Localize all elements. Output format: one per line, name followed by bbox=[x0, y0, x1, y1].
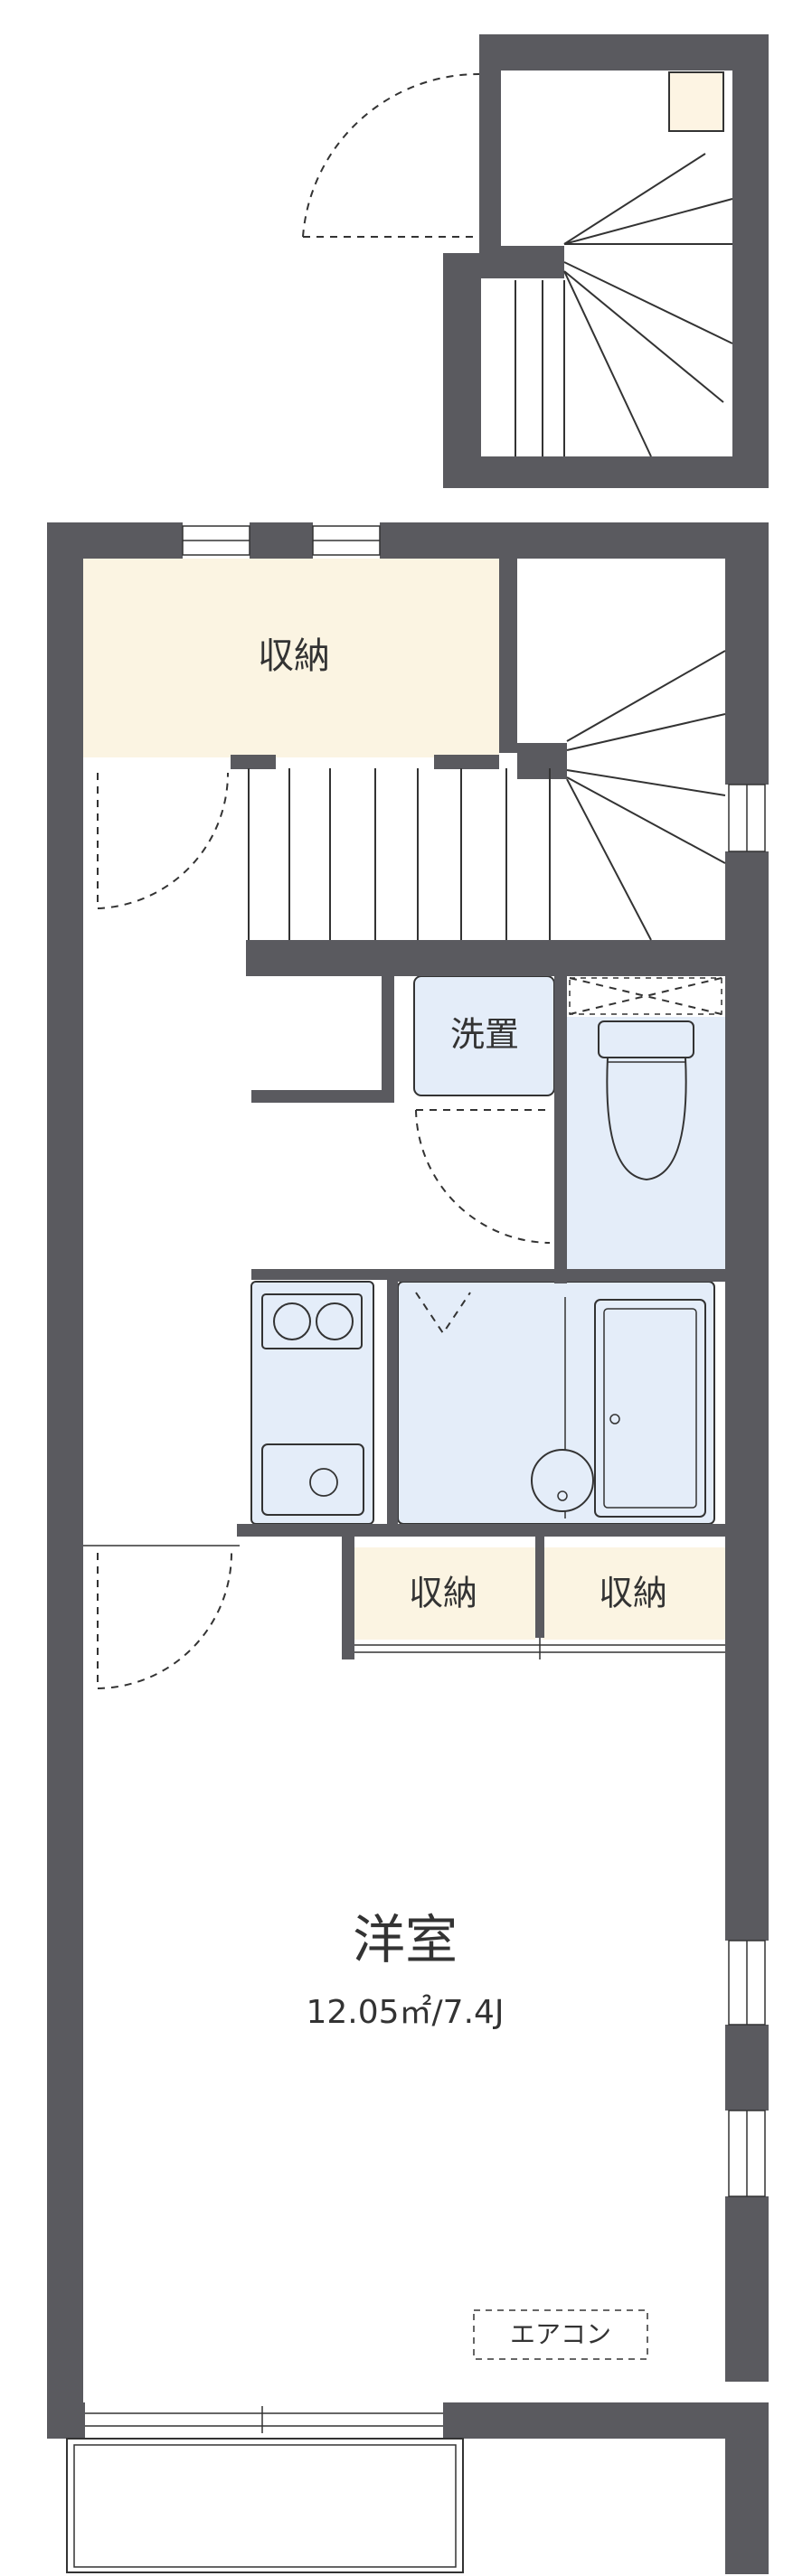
main-floor bbox=[47, 522, 769, 2574]
right-wall-2 bbox=[725, 851, 769, 1941]
bathtub-inner bbox=[603, 1308, 697, 1509]
bath-bottom-wall bbox=[237, 1524, 725, 1537]
storage-sliding-doors bbox=[354, 1638, 725, 1659]
upper-stairs bbox=[515, 153, 733, 457]
aircon-label: エアコン bbox=[510, 2319, 611, 2349]
storage-top-door-swing bbox=[97, 772, 230, 909]
stove-icon bbox=[261, 1293, 363, 1349]
upper-landing-wall bbox=[481, 246, 564, 278]
stair-line bbox=[563, 198, 733, 245]
storage-left-wall bbox=[342, 1524, 354, 1659]
room-door-swing bbox=[83, 1545, 240, 1689]
stair-line bbox=[563, 153, 706, 245]
storage-right-label: 収納 bbox=[599, 1574, 667, 1613]
toilet bbox=[598, 1020, 694, 1181]
upper-left-jamb bbox=[479, 34, 501, 256]
overhead-shelf-outline bbox=[569, 977, 722, 1015]
upper-corner-fixture bbox=[668, 71, 724, 132]
kitchen-top-wall bbox=[251, 1269, 387, 1280]
door-arc bbox=[302, 72, 480, 238]
kitchen-fixtures bbox=[261, 1293, 364, 1516]
sink-drain bbox=[309, 1468, 338, 1497]
corridor-wall-upper bbox=[382, 976, 394, 1103]
stair-line bbox=[566, 776, 726, 864]
stair-line bbox=[566, 650, 726, 742]
stair-landing-block bbox=[517, 743, 567, 779]
top-wall-mid bbox=[250, 522, 313, 559]
washbasin-icon bbox=[531, 1449, 594, 1512]
western-room-size: 12.05㎡/7.4J bbox=[306, 1993, 504, 2031]
door-arc bbox=[415, 1109, 551, 1244]
storage-top-label: 収納 bbox=[258, 635, 330, 677]
storage-bottom-wall-2 bbox=[434, 755, 499, 769]
door-arc bbox=[97, 772, 230, 909]
right-wall-1 bbox=[725, 522, 769, 785]
drain-icon bbox=[609, 1414, 620, 1424]
windows bbox=[182, 525, 766, 2197]
stair-line bbox=[566, 713, 726, 751]
storage-top-fill bbox=[81, 559, 499, 757]
right-wall-4 bbox=[725, 2196, 769, 2382]
upper-bottom-wall bbox=[443, 456, 769, 488]
bottom-wall-left bbox=[47, 2402, 85, 2439]
bathroom-fixtures bbox=[415, 1292, 706, 1518]
upper-door-swing bbox=[302, 72, 480, 238]
toilet-bowl-icon bbox=[606, 1057, 687, 1181]
stair-line bbox=[563, 270, 652, 457]
right-wall-3 bbox=[725, 2025, 769, 2111]
bathtub-icon bbox=[594, 1299, 706, 1518]
laundry-label: 洗置 bbox=[450, 1015, 519, 1055]
storage-left-label: 収納 bbox=[409, 1574, 477, 1613]
burner-right bbox=[316, 1302, 354, 1340]
main-stairs bbox=[248, 650, 726, 941]
storage-right-fill bbox=[543, 1547, 725, 1640]
sink-icon bbox=[261, 1443, 364, 1516]
stair-line bbox=[563, 261, 733, 344]
bath-door-fold bbox=[415, 1292, 471, 1335]
burner-left bbox=[273, 1302, 311, 1340]
laundry-door-swing bbox=[415, 1109, 551, 1244]
toilet-left-wall bbox=[554, 976, 567, 1283]
corridor-stub-wall bbox=[251, 1090, 389, 1103]
stair-line bbox=[566, 778, 652, 941]
balcony-rail-inner bbox=[73, 2444, 457, 2568]
balcony-rail bbox=[66, 2438, 464, 2573]
upper-floor bbox=[302, 34, 769, 488]
top-wall-right bbox=[380, 522, 769, 559]
upper-top-wall bbox=[479, 34, 769, 71]
washbasin-drain bbox=[557, 1490, 568, 1501]
door-arc bbox=[97, 1552, 232, 1689]
bath-top-wall bbox=[387, 1269, 725, 1282]
storage-bottom-wall-1 bbox=[231, 755, 276, 769]
stair-line bbox=[563, 270, 724, 403]
western-room-label: 洋室 bbox=[353, 1909, 458, 1970]
left-wall bbox=[47, 522, 83, 2439]
balcony bbox=[66, 2406, 464, 2573]
bottom-wall-right bbox=[443, 2402, 769, 2439]
storage-left-fill bbox=[354, 1547, 535, 1640]
bath-left-wall bbox=[387, 1269, 398, 1531]
upper-left-wall bbox=[443, 253, 481, 488]
overhead-shelf bbox=[569, 977, 722, 1015]
upper-right-wall bbox=[732, 34, 769, 486]
storage-divider bbox=[535, 1537, 544, 1638]
labels: 収納 洗置 収納 収納 洋室 12.05㎡/7.4J エアコン bbox=[258, 635, 667, 2349]
stair-line bbox=[566, 769, 726, 796]
stair-bottom-wall bbox=[246, 940, 725, 976]
storage-stair-partition bbox=[499, 559, 517, 753]
aircon-box bbox=[473, 2309, 648, 2360]
toilet-tank-icon bbox=[598, 1020, 694, 1058]
